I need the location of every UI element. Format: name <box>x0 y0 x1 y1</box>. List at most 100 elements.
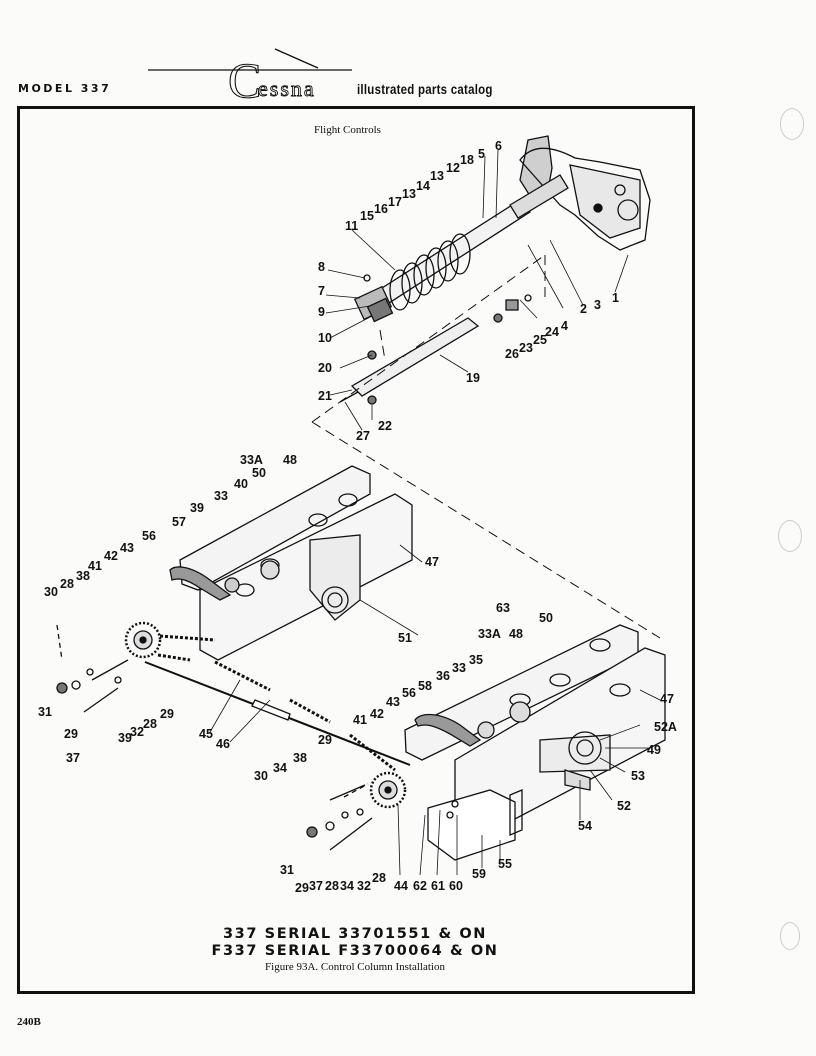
callout-50a: 50 <box>252 466 266 480</box>
section-title: Flight Controls <box>314 124 381 136</box>
callout-32a: 32 <box>130 725 144 739</box>
callout-53: 53 <box>631 769 645 783</box>
callout-33A-upper: 33A <box>240 453 263 467</box>
callout-12: 12 <box>446 161 460 175</box>
serial-range-337: 337 SERIAL 33701551 & ON <box>222 926 488 942</box>
callout-57: 57 <box>172 515 186 529</box>
fasteners <box>56 624 373 851</box>
serial-range-f337: F337 SERIAL F33700064 & ON <box>211 943 499 959</box>
callout-34b: 34 <box>340 879 354 893</box>
callout-23: 23 <box>519 341 533 355</box>
callout-62: 62 <box>413 879 427 893</box>
callout-51: 51 <box>398 631 412 645</box>
callout-13b: 13 <box>430 169 444 183</box>
callout-55: 55 <box>498 857 512 871</box>
callout-52A: 52A <box>654 720 677 734</box>
callout-28a: 28 <box>60 577 74 591</box>
callout-37a: 37 <box>66 751 80 765</box>
callout-27: 27 <box>356 429 370 443</box>
callout-63: 63 <box>496 601 510 615</box>
callout-59: 59 <box>472 867 486 881</box>
callout-56b: 56 <box>402 686 416 700</box>
callout-33b: 33 <box>452 661 466 675</box>
callout-42b: 42 <box>370 707 384 721</box>
cessna-logo: C essna <box>148 48 352 109</box>
callout-6: 6 <box>495 139 502 153</box>
callout-26: 26 <box>505 347 519 361</box>
callout-50b: 50 <box>539 611 553 625</box>
callout-9: 9 <box>318 305 325 319</box>
figure-caption: Figure 93A. Control Column Installation <box>265 961 445 973</box>
frame-margin-mark-bottom <box>17 738 20 808</box>
lower-console-frame <box>404 624 666 861</box>
callout-39b: 39 <box>118 731 132 745</box>
callout-28d: 28 <box>372 871 386 885</box>
binder-hole-top <box>780 108 804 140</box>
callout-48b: 48 <box>509 627 523 641</box>
callout-34a: 34 <box>273 761 287 775</box>
callout-31a: 31 <box>38 705 52 719</box>
callout-36: 36 <box>436 669 450 683</box>
catalog-title: illustrated parts catalog <box>357 81 493 97</box>
callout-19: 19 <box>466 371 480 385</box>
callout-29a: 29 <box>64 727 78 741</box>
callout-41a: 41 <box>88 559 102 573</box>
callout-15: 15 <box>360 209 374 223</box>
callout-17: 17 <box>388 195 402 209</box>
callout-28c: 28 <box>325 879 339 893</box>
callout-21: 21 <box>318 389 332 403</box>
sprocket-upper <box>124 621 162 659</box>
callout-41b: 41 <box>353 713 367 727</box>
callout-39a: 39 <box>190 501 204 515</box>
callout-25: 25 <box>533 333 547 347</box>
cessna-logo-wordmark: essna <box>258 76 316 101</box>
binder-hole-middle <box>778 520 802 552</box>
callout-5: 5 <box>478 147 485 161</box>
callout-60: 60 <box>449 879 463 893</box>
universal-joint <box>353 285 394 323</box>
callout-8: 8 <box>318 260 325 274</box>
callout-4: 4 <box>561 319 568 333</box>
sprocket-lower <box>369 771 407 809</box>
callout-46: 46 <box>216 737 230 751</box>
callout-13a: 13 <box>402 187 416 201</box>
callout-47a: 47 <box>425 555 439 569</box>
callout-32b: 32 <box>357 879 371 893</box>
callout-56a: 56 <box>142 529 156 543</box>
callout-37b: 37 <box>309 879 323 893</box>
callout-11: 11 <box>345 219 358 233</box>
callout-1: 1 <box>612 291 619 305</box>
callout-24: 24 <box>545 325 559 339</box>
callout-29b: 29 <box>160 707 174 721</box>
callout-3: 3 <box>594 298 601 312</box>
binder-hole-bottom <box>780 922 800 950</box>
callout-54: 54 <box>578 819 592 833</box>
callout-22: 22 <box>378 419 392 433</box>
boot-bellows <box>389 233 471 311</box>
page-number: 240B <box>17 1016 41 1028</box>
callout-58: 58 <box>418 679 432 693</box>
chains <box>157 634 396 772</box>
callout-42a: 42 <box>104 549 118 563</box>
callout-29d: 29 <box>295 881 309 895</box>
callout-2: 2 <box>580 302 587 316</box>
callout-20: 20 <box>318 361 332 375</box>
callout-14: 14 <box>416 179 430 193</box>
model-label: MODEL 337 <box>18 82 112 95</box>
callout-52: 52 <box>617 799 631 813</box>
callout-48a: 48 <box>283 453 297 467</box>
frame-margin-mark-top <box>17 300 20 370</box>
callout-43b: 43 <box>386 695 400 709</box>
callout-7: 7 <box>318 284 325 298</box>
callout-30b: 30 <box>254 769 268 783</box>
callout-16: 16 <box>374 202 388 216</box>
callout-10: 10 <box>318 331 332 345</box>
callout-49: 49 <box>647 743 661 757</box>
callout-31b: 31 <box>280 863 294 877</box>
callout-43a: 43 <box>120 541 134 555</box>
callout-47b: 47 <box>660 692 674 706</box>
callout-33a: 33 <box>214 489 228 503</box>
callout-33A-lower: 33A <box>478 627 501 641</box>
callout-18: 18 <box>460 153 474 167</box>
